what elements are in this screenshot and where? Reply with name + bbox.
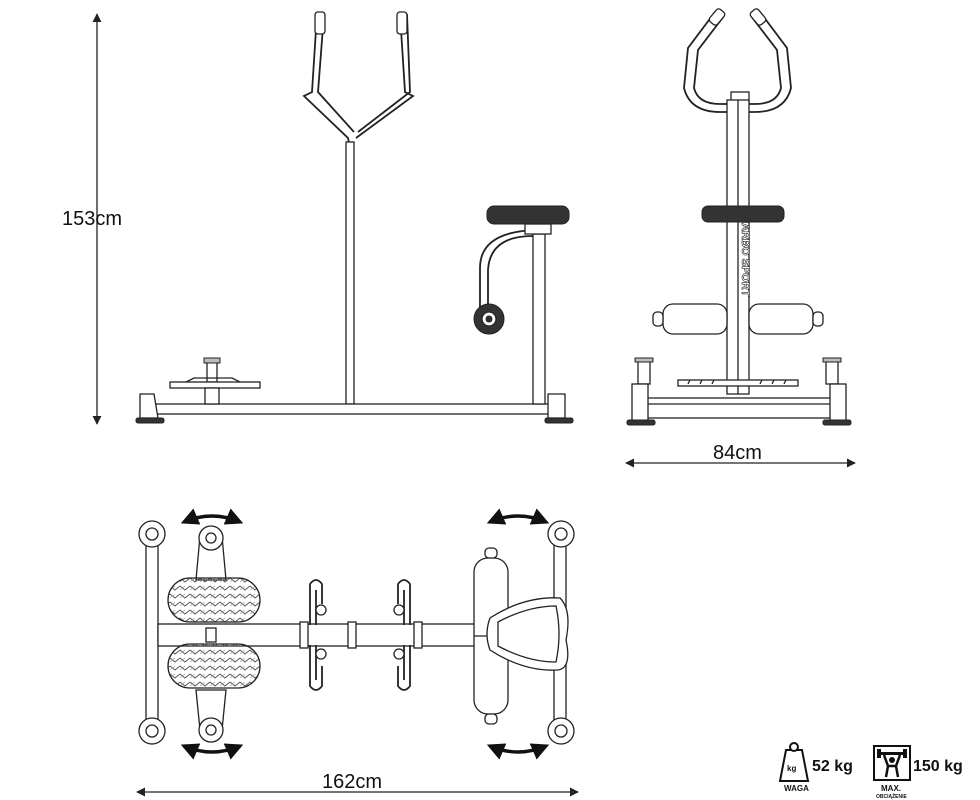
top-view (138, 508, 575, 760)
max-load-spec: 150 kg MAX. OBCIĄŻENIE (873, 745, 963, 800)
front-view: MARBO SPORT (626, 8, 852, 426)
width-label: 84cm (713, 442, 762, 464)
weight-caption: WAGA (784, 784, 809, 793)
weight-value: 52 kg (812, 758, 853, 775)
height-label: 153cm (62, 208, 122, 230)
max-load-caption-sub: OBCIĄŻENIE (876, 793, 908, 800)
weight-icon-text: kg (787, 764, 796, 773)
length-label: 162cm (322, 771, 382, 793)
brand-logo: MARBO SPORT (739, 214, 751, 297)
weight-icon: kg (778, 742, 810, 782)
side-view (135, 11, 574, 424)
height-dimension: 153cm (62, 13, 122, 425)
weight-spec: kg 52 kg WAGA (778, 742, 853, 793)
max-load-value: 150 kg (913, 758, 963, 775)
weightlifter-icon (873, 745, 911, 781)
width-dimension: 84cm (625, 442, 856, 468)
length-dimension: 162cm (136, 771, 579, 797)
max-load-caption: MAX. (881, 784, 901, 793)
